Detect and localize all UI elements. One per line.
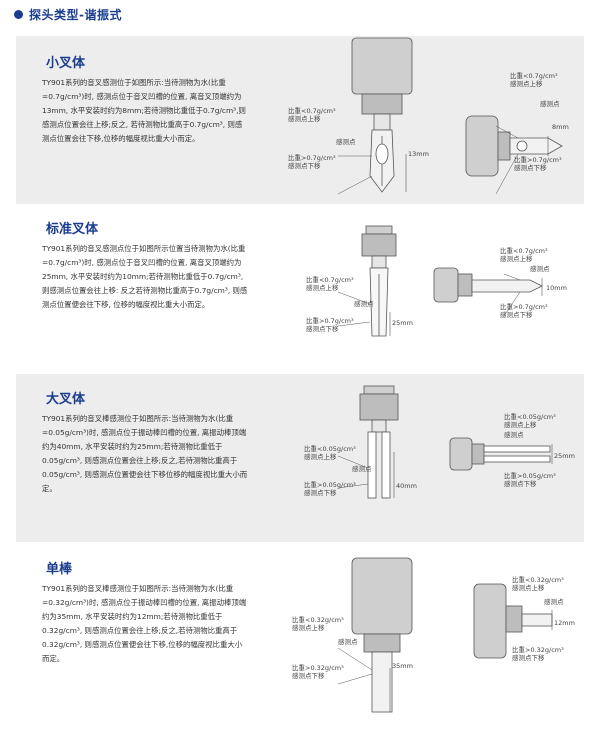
- down-shift-label: 感测点下移: [304, 488, 337, 497]
- h-up-shift-label: 感测点上移: [500, 254, 533, 263]
- section-description: TY901系列的音叉感测点位于如图所示位置当待测物为水(比重=0.7g/cm³)…: [42, 244, 248, 309]
- horizontal-dimension-label: 10mm: [546, 284, 567, 292]
- section-large-fork: 大叉体 TY901系列的音叉棒感测位于如图所示:当待测物为水(比重=0.05g/…: [16, 374, 584, 542]
- up-shift-label: 感测点上移: [292, 623, 325, 632]
- h-up-shift-label: 感测点上移: [512, 583, 545, 592]
- vertical-dimension-label: 25mm: [392, 319, 413, 327]
- vertical-probe-drawing: [351, 37, 413, 193]
- h-down-density-label: 比重>0.7g/cm³: [514, 155, 562, 164]
- page-header: 探头类型-谐振式: [14, 2, 122, 26]
- up-density-label: 比重<0.32g/cm³: [292, 615, 344, 624]
- small-fork-diagram: 比重<0.7g/cm³ 感测点上移 感测点 比重>0.7g/cm³ 感测点下移 …: [288, 37, 569, 195]
- sensing-point-label: 感测点: [352, 464, 372, 473]
- vertical-probe-drawing: [359, 385, 399, 499]
- up-shift-label: 感测点上移: [306, 283, 339, 292]
- horizontal-dimension-label: 25mm: [554, 452, 575, 460]
- h-down-shift-label: 感测点下移: [500, 310, 533, 319]
- h-down-density-label: 比重>0.32g/cm³: [512, 645, 564, 654]
- section-single-rod: 单棒 TY901系列的音叉棒感测位于如图所示:当待测物为水(比重=0.32g/c…: [16, 544, 584, 724]
- up-shift-label: 感测点上移: [304, 452, 337, 461]
- section-title: 小叉体: [46, 56, 86, 71]
- page-title: 探头类型-谐振式: [29, 7, 122, 22]
- vertical-dimension-label: 13mm: [408, 150, 429, 158]
- up-shift-label: 感测点上移: [288, 114, 321, 123]
- section-title: 单棒: [46, 562, 73, 577]
- vertical-dimension-label: 35mm: [392, 662, 413, 670]
- down-density-label: 比重>0.32g/cm³: [292, 663, 344, 672]
- up-density-label: 比重<0.05g/cm³: [304, 444, 356, 453]
- h-sensing-point-label: 感测点: [544, 597, 564, 606]
- sensing-point-label: 感测点: [338, 637, 358, 646]
- down-density-label: 比重>0.7g/cm³: [306, 316, 354, 325]
- down-density-label: 比重>0.05g/cm³: [304, 480, 356, 489]
- h-up-density-label: 比重<0.7g/cm³: [500, 246, 548, 255]
- single-rod-diagram: 比重<0.32g/cm³ 感测点上移 感测点 比重>0.32g/cm³ 感测点下…: [292, 557, 575, 713]
- bullet-dot-icon: [14, 9, 23, 19]
- large-fork-diagram: 比重<0.05g/cm³ 感测点上移 感测点 比重>0.05g/cm³ 感测点下…: [304, 385, 575, 499]
- h-down-shift-label: 感测点下移: [504, 479, 537, 488]
- section-description: TY901系列的音叉棒感测位于如图所示:当待测物为水(比重=0.32g/cm³)…: [42, 584, 247, 663]
- sensing-point-label: 感测点: [354, 299, 374, 308]
- down-density-label: 比重>0.7g/cm³: [288, 153, 336, 162]
- down-shift-label: 感测点下移: [292, 671, 325, 680]
- h-up-density-label: 比重<0.32g/cm³: [512, 575, 564, 584]
- section-description: TY901系列的音叉棒感测位于如图所示:当待测物为水(比重=0.05g/cm³)…: [42, 414, 248, 493]
- h-up-shift-label: 感测点上移: [510, 79, 543, 88]
- h-sensing-point-label: 感测点: [504, 430, 524, 439]
- down-shift-label: 感测点下移: [306, 324, 339, 333]
- h-sensing-point-label: 感测点: [530, 264, 550, 273]
- h-up-shift-label: 感测点上移: [504, 420, 537, 429]
- section-small-fork: 小叉体 TY901系列的音叉感测位于如图所示:当待测物为水(比重=0.7g/cm…: [16, 36, 584, 204]
- down-shift-label: 感测点下移: [288, 161, 321, 170]
- h-down-density-label: 比重>0.05g/cm³: [504, 471, 556, 480]
- vertical-probe-drawing: [351, 557, 413, 713]
- horizontal-dimension-label: 12mm: [554, 619, 575, 627]
- standard-fork-diagram: 比重<0.7g/cm³ 感测点上移 感测点 比重>0.7g/cm³ 感测点下移 …: [306, 225, 567, 337]
- section-standard-fork: 标准叉体 TY901系列的音叉感测点位于如图所示位置当待测物为水(比重=0.7g…: [16, 204, 584, 372]
- horizontal-dimension-label: 8mm: [552, 123, 569, 131]
- horizontal-probe-drawing: [465, 115, 563, 177]
- up-density-label: 比重<0.7g/cm³: [306, 275, 354, 284]
- h-up-density-label: 比重<0.7g/cm³: [510, 71, 558, 80]
- vertical-probe-drawing: [361, 225, 397, 337]
- h-down-shift-label: 感测点下移: [514, 163, 547, 172]
- section-title: 大叉体: [46, 392, 86, 407]
- horizontal-probe-drawing: [449, 437, 551, 471]
- h-down-density-label: 比重>0.7g/cm³: [500, 302, 548, 311]
- section-title: 标准叉体: [46, 222, 99, 237]
- h-sensing-point-label: 感测点: [540, 99, 560, 108]
- h-up-density-label: 比重<0.05g/cm³: [504, 412, 556, 421]
- h-down-shift-label: 感测点下移: [512, 653, 545, 662]
- section-description: TY901系列的音叉感测位于如图所示:当待测物为水(比重=0.7g/cm³)时,…: [42, 78, 246, 143]
- vertical-dimension-label: 40mm: [396, 482, 417, 490]
- sensing-point-label: 感测点: [336, 137, 356, 146]
- up-density-label: 比重<0.7g/cm³: [288, 106, 336, 115]
- horizontal-probe-drawing: [433, 267, 543, 303]
- horizontal-probe-drawing: [473, 583, 553, 659]
